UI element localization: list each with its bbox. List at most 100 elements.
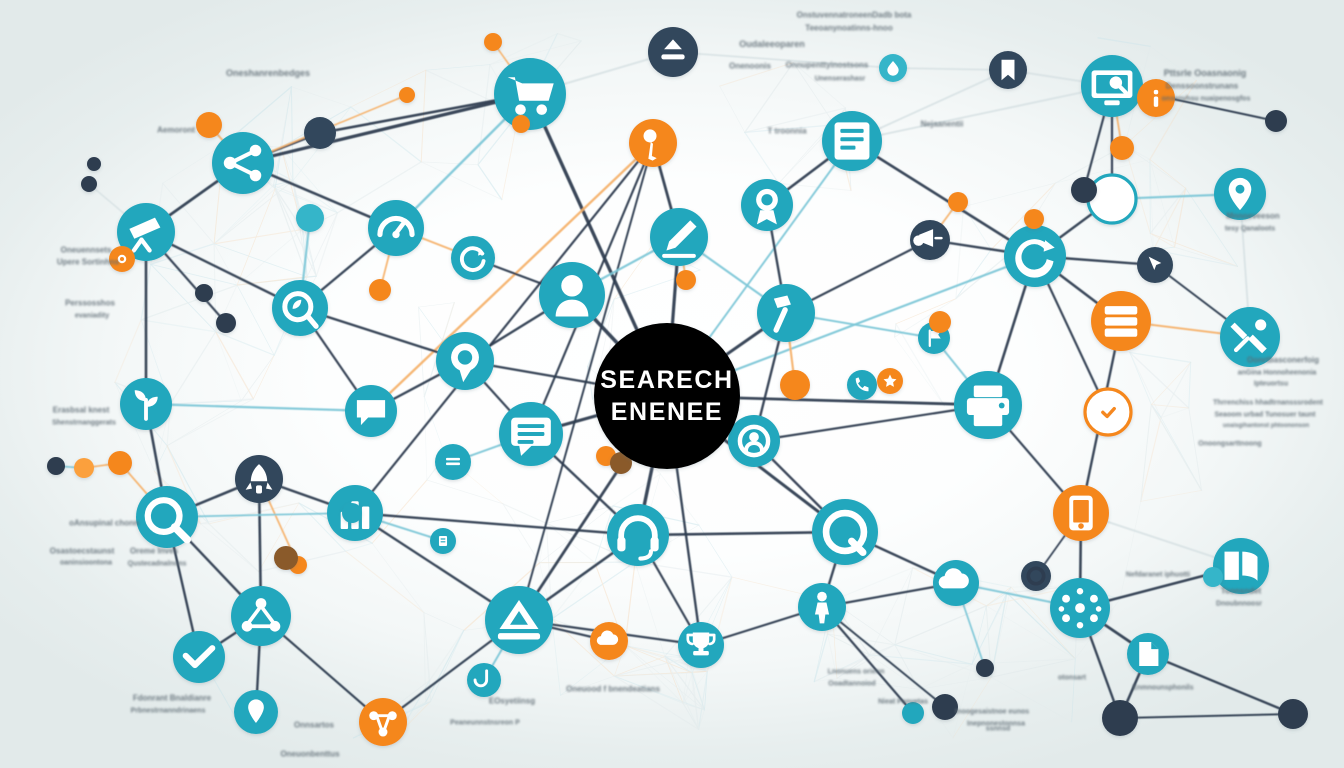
check-mark-icon	[182, 645, 216, 669]
graph-node-dot-teal-icon	[296, 204, 324, 232]
cloud-icon	[938, 568, 969, 589]
graph-node-dot-navy-icon	[47, 457, 65, 475]
graph-edge	[821, 606, 946, 708]
graph-node-key-icon	[629, 119, 677, 167]
graph-node-document-lines-icon	[822, 111, 882, 171]
graph-node-dot-teal-icon	[1203, 567, 1223, 587]
graph-node-dot-navy-icon	[304, 117, 336, 149]
graph-node-dot-brown-icon	[274, 546, 298, 570]
document-lines-icon	[834, 122, 870, 160]
plant-growth-icon	[134, 390, 158, 421]
badge-icon	[117, 254, 127, 264]
graph-node-droplet-icon	[879, 54, 907, 82]
query-letter-icon	[822, 509, 868, 557]
molecule-nodes-icon	[1058, 588, 1102, 629]
key-icon	[643, 129, 657, 161]
pen-edit-icon	[662, 220, 697, 258]
graph-edge	[850, 139, 1037, 258]
trophy-icon	[686, 632, 716, 656]
graph-edge	[518, 142, 654, 621]
server-stack-icon	[1104, 306, 1138, 337]
graph-node-dot-navy-icon	[1265, 110, 1287, 132]
node-disc	[368, 200, 424, 256]
magnifying-glass-icon	[144, 497, 192, 544]
node-disc	[629, 119, 677, 167]
graph-node-magnifying-glass-icon	[136, 486, 198, 548]
chat-lines-icon	[511, 417, 551, 456]
graph-node-plant-growth-icon	[120, 378, 172, 430]
graph-node-dot-orange-icon	[369, 279, 391, 301]
ribbon-award-icon	[756, 188, 778, 225]
graph-node-circle-solid-icon	[1102, 700, 1138, 736]
node-disc	[195, 284, 213, 302]
graph-node-speech-bubble-icon	[436, 332, 494, 390]
graph-node-dot-orange-icon	[512, 115, 530, 133]
node-disc	[976, 659, 994, 677]
node-disc	[359, 698, 407, 746]
graph-node-ring-outline-icon	[1021, 561, 1051, 591]
graph-node-upload-cloud-icon	[648, 27, 698, 77]
graph-node-dot-orange-icon	[196, 112, 222, 138]
comment-icon	[356, 400, 386, 426]
graph-node-dot-orange-icon	[929, 311, 951, 333]
graph-node-share-network-icon	[212, 132, 274, 194]
refresh-cycle-icon	[1015, 239, 1055, 278]
graph-edge	[752, 403, 990, 443]
node-disc	[1203, 567, 1223, 587]
node-disc	[902, 702, 924, 724]
graph-node-person-stand-icon	[798, 583, 846, 631]
graph-node-dot-navy-icon	[216, 313, 236, 333]
graph-node-bookmark-icon	[989, 51, 1027, 89]
profile-circle-icon	[737, 424, 771, 458]
graph-node-dot-navy-icon	[81, 176, 97, 192]
node-disc	[1071, 177, 1097, 203]
graph-node-dot-orange-icon	[74, 458, 94, 478]
speech-bubble-icon	[451, 343, 479, 383]
graph-node-hook-icon	[467, 663, 501, 697]
node-disc	[676, 270, 696, 290]
graph-node-map-pin-icon	[1214, 168, 1266, 220]
node-disc	[1021, 561, 1051, 591]
graph-node-dot-navy-icon	[1278, 699, 1308, 729]
graph-node-ribbon-award-icon	[741, 179, 793, 231]
map-pin-icon	[1228, 177, 1252, 211]
node-disc	[512, 115, 530, 133]
monitor-search-icon	[1091, 70, 1133, 106]
node-disc	[1102, 700, 1138, 736]
graph-node-telescope-icon	[117, 203, 175, 261]
graph-node-info-pin-icon	[1137, 79, 1175, 117]
graph-node-chat-lines-icon	[499, 402, 563, 466]
node-disc	[1024, 209, 1044, 229]
node-disc	[1220, 307, 1280, 367]
printer-icon	[966, 385, 1010, 427]
graph-node-hammer-tool-icon	[757, 284, 815, 342]
graph-node-magnifier-leaf-icon	[272, 280, 328, 336]
node-disc	[342, 503, 362, 523]
graph-node-shopping-cart-icon	[494, 58, 566, 130]
upload-cloud-icon	[661, 39, 685, 60]
graph-edge	[1146, 652, 1295, 716]
graph-node-dot-navy-icon	[87, 157, 101, 171]
node-disc	[74, 458, 94, 478]
graph-edge	[144, 402, 373, 413]
network-share-icon	[241, 598, 281, 632]
node-disc	[948, 192, 968, 212]
graph-node-rocket-icon	[235, 455, 283, 503]
share-network-icon	[223, 144, 262, 182]
node-disc	[274, 546, 298, 570]
graph-node-link-share-icon	[359, 698, 407, 746]
graph-node-dot-navy-icon	[976, 659, 994, 677]
graph-edge	[636, 530, 847, 537]
node-disc	[1213, 538, 1269, 594]
person-stand-icon	[814, 591, 830, 624]
headset-icon	[617, 515, 659, 561]
graph-node-profile-circle-icon	[728, 415, 780, 467]
graph-edge	[353, 141, 655, 515]
graph-node-dot-small-icon	[342, 503, 362, 523]
graph-edge	[672, 51, 894, 69]
graph-node-dot-orange-icon	[484, 33, 502, 51]
node-disc	[847, 370, 877, 400]
graph-node-pin-marker-icon	[234, 690, 278, 734]
graph-edge	[851, 85, 1113, 142]
